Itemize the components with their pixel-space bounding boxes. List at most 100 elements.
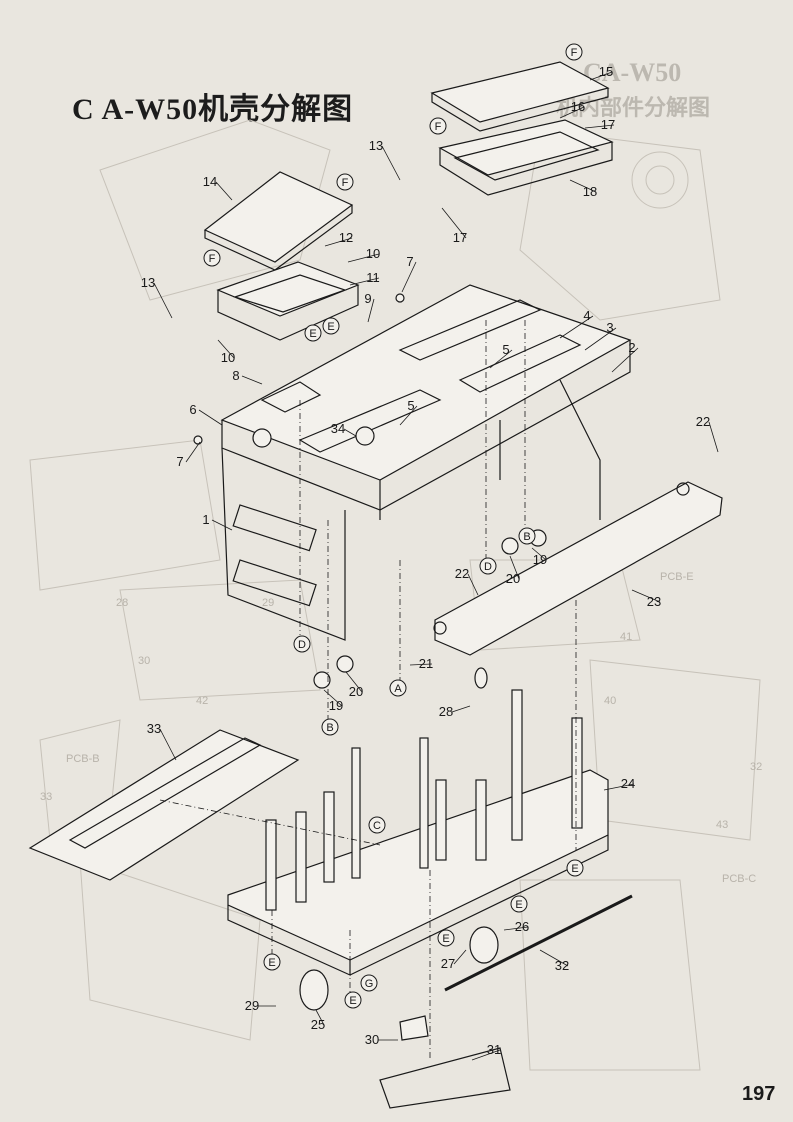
ghost-label: 40 <box>604 695 616 707</box>
leader-line <box>539 949 569 967</box>
reference-letter: F <box>209 253 216 265</box>
part-callout-18: 18 <box>569 179 597 199</box>
leader-line <box>215 181 233 201</box>
leader-line <box>315 1009 325 1026</box>
part-callout-20: 20 <box>506 555 520 586</box>
reference-marker-a: A <box>389 679 407 697</box>
ghost-label: 30 <box>138 655 150 667</box>
leader-line <box>631 589 661 603</box>
part-callout-27: 27 <box>441 949 467 971</box>
leader-line <box>211 519 233 531</box>
part-callout-24: 24 <box>603 776 635 791</box>
leader-line <box>347 253 380 263</box>
reference-marker-d: D <box>479 557 497 575</box>
reference-circle <box>360 974 378 992</box>
part-callout-5: 5 <box>399 398 418 426</box>
bottom-case <box>227 689 609 976</box>
leader-line <box>589 71 613 81</box>
part-callout-7: 7 <box>401 254 417 293</box>
part-callout-23: 23 <box>631 589 661 609</box>
part-number-label: 7 <box>176 454 183 469</box>
part-number-label: 22 <box>696 414 710 429</box>
reference-letter: B <box>326 722 333 734</box>
reference-letter: E <box>515 899 522 911</box>
leader-line <box>217 339 235 359</box>
part-callout-29: 29 <box>245 998 276 1013</box>
ghost-label: 28 <box>116 597 128 609</box>
part-number-label: 19 <box>533 552 547 567</box>
part-callout-17: 17 <box>584 117 615 132</box>
cover-assembly-left <box>203 171 360 341</box>
leader-line <box>343 428 357 437</box>
part-number-label: 12 <box>339 230 353 245</box>
leader-line <box>471 1049 501 1061</box>
reference-circle <box>203 249 221 267</box>
part-callout-26: 26 <box>503 919 529 934</box>
reference-circle <box>263 953 281 971</box>
reference-marker-e: E <box>322 317 340 335</box>
part-number-label: 1 <box>202 512 209 527</box>
part-callout-33: 33 <box>147 721 177 761</box>
ghost-label: PCB-B <box>66 753 100 765</box>
part-callout-13: 13 <box>141 275 173 319</box>
leader-line <box>559 315 594 339</box>
reference-marker-b: B <box>321 718 339 736</box>
part-callout-30: 30 <box>365 1032 398 1047</box>
carry-handle <box>433 481 723 656</box>
part-callout-31: 31 <box>471 1042 501 1061</box>
part-number-label: 5 <box>407 398 414 413</box>
leader-line <box>509 555 520 580</box>
leader-line <box>345 671 363 693</box>
part-number-label: 33 <box>147 721 161 736</box>
part-number-label: 32 <box>555 958 569 973</box>
part-callout-21: 21 <box>409 656 433 671</box>
reference-letter: G <box>365 978 374 990</box>
reference-letter: F <box>435 121 442 133</box>
part-callout-22: 22 <box>455 566 479 596</box>
ghost-label: 41 <box>620 631 632 643</box>
leader-line <box>401 261 417 293</box>
reference-circle <box>566 859 584 877</box>
reference-circle <box>368 816 386 834</box>
ghost-label: PCB-E <box>660 571 694 583</box>
leader-line <box>153 282 173 319</box>
leader-line <box>451 705 471 713</box>
part-number-label: 13 <box>369 138 383 153</box>
part-number-label: 17 <box>453 230 467 245</box>
part-callout-32: 32 <box>539 949 569 973</box>
leader-line <box>708 421 719 453</box>
part-number-label: 34 <box>331 421 345 436</box>
reference-circle <box>304 324 322 342</box>
assembly-leader-lines <box>159 320 577 1060</box>
part-callout-10: 10 <box>347 246 380 263</box>
leader-line <box>381 145 401 181</box>
part-number-label: 16 <box>571 99 585 114</box>
reference-letter: E <box>268 957 275 969</box>
leader-line <box>159 728 177 761</box>
reference-circle <box>293 635 311 653</box>
part-callout-5: 5 <box>489 342 513 369</box>
part-number-label: 2 <box>628 340 635 355</box>
reference-letter: C <box>373 820 381 832</box>
reference-circle <box>344 991 362 1009</box>
ghost-label: 43 <box>716 819 728 831</box>
part-callout-2: 2 <box>611 340 639 373</box>
part-number-label: 15 <box>599 64 613 79</box>
part-callout-34: 34 <box>331 421 357 437</box>
part-number-label: 21 <box>419 656 433 671</box>
small-parts <box>193 293 633 1109</box>
leader-line <box>559 106 585 119</box>
part-callout-8: 8 <box>232 368 263 385</box>
ghost-label: 29 <box>262 597 274 609</box>
reference-marker-c: C <box>368 816 386 834</box>
part-number-label: 26 <box>515 919 529 934</box>
part-number-label: 27 <box>441 956 455 971</box>
reference-circle <box>389 679 407 697</box>
diagram-title: C A-W50机壳分解图 <box>72 93 354 126</box>
part-number-label: 19 <box>329 698 343 713</box>
part-callout-6: 6 <box>189 402 223 426</box>
cover-assembly-right <box>430 61 614 196</box>
part-number-label: 13 <box>141 275 155 290</box>
reference-letter: E <box>349 995 356 1007</box>
